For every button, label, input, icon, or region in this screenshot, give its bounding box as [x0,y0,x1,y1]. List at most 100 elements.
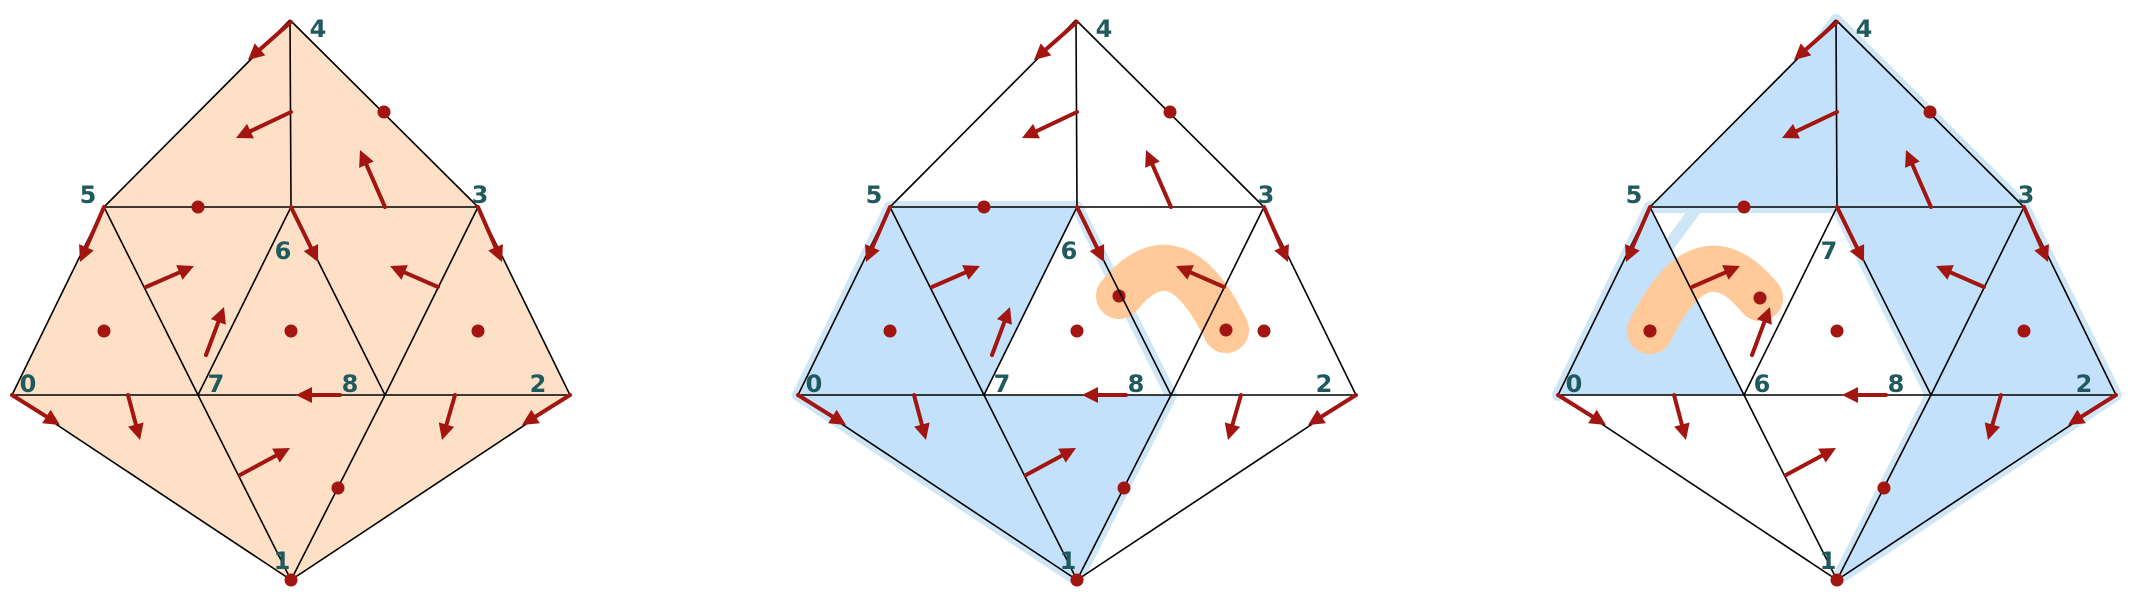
arrow-icon [204,307,226,357]
arrow-icon [796,393,846,425]
mesh-edge [11,394,292,581]
arrow-icon [1905,150,1933,209]
vertex-label: 1 [274,547,291,575]
dot-marker-icon [1830,573,1844,587]
arrow-icon [912,393,930,440]
arrow-icon [296,387,342,403]
arrow-icon [10,393,60,425]
vertex-label: 8 [1128,370,1145,398]
arrow-icon [865,205,892,262]
dot-marker-icon [331,481,345,495]
orange-highlight [1627,245,1783,354]
arrow-icon [2022,205,2049,262]
shaded-face [1837,207,2024,395]
mesh-edge [1743,206,1838,396]
vertex-label: 1 [1820,547,1837,575]
mesh-edge [1649,206,1745,396]
arrow-icon [1794,20,1839,60]
vertex-label: 7 [994,370,1011,398]
arrow-icon [79,205,106,262]
dot-marker-icon [2017,324,2031,338]
vertex-label: 0 [20,370,37,398]
arrow-icon [476,205,503,262]
vertex-label: 6 [1754,370,1771,398]
arrow-icon [1224,393,1243,440]
arrow-icon [236,110,293,139]
arrow-icon [1782,110,1839,139]
vertex-label: 8 [342,370,359,398]
dot-marker-icon [1737,200,1751,214]
arrow-icon [930,265,980,289]
dot-marker-icon [1753,291,1767,305]
dot-marker-icon [377,105,391,119]
vertex-label: 3 [2018,181,2035,209]
dot-marker-icon [1070,324,1084,338]
arrow-icon [1625,205,1652,262]
arrow-icon [1308,393,1358,425]
mesh-edge [1557,394,1838,581]
vertex-label: 5 [866,181,883,209]
dot-marker-icon [97,324,111,338]
vertex-label: 0 [806,370,823,398]
dot-marker-icon [284,573,298,587]
arrow-icon [1034,20,1079,60]
vertex-label: 1 [1060,547,1077,575]
arrow-icon [1984,393,2003,440]
arrow-icon [990,307,1012,357]
shaded-face [1931,207,2116,395]
dot-marker-icon [977,200,991,214]
mesh-edge [290,394,571,581]
mesh-edge [1170,206,1265,396]
arrow-icon [390,265,440,289]
dot-marker-icon [1643,324,1657,338]
panel-middle: 4 5 3 6 0 2 7 8 1 [792,15,1358,587]
dot-marker-icon [1830,324,1844,338]
vertex-label: 8 [1888,370,1905,398]
dot-marker-icon [883,324,897,338]
mesh-edge [1076,394,1357,581]
arrow-icon [144,265,194,289]
vertex-label: 0 [1566,370,1583,398]
vertex-label: 4 [1856,15,1873,43]
arrow-icon [359,150,387,209]
arrow-icon [1024,448,1076,477]
vertex-label: 4 [1096,15,1113,43]
arrow-icon [1936,265,1986,289]
dot-marker-icon [1877,481,1891,495]
dot-marker-icon [191,200,205,214]
vertex-label: 2 [530,370,547,398]
vertex-label: 7 [208,370,225,398]
shaded-face [890,207,1077,395]
vertex-label: 6 [1061,237,1078,265]
vertex-label: 4 [310,15,327,43]
vertex-label: 7 [1821,237,1838,265]
mesh-edge [197,206,292,396]
arrow-icon [1784,448,1836,477]
mesh-edge [889,206,985,396]
arrow-icon [1690,265,1740,289]
mesh-edge [197,394,292,581]
mesh-edge [983,394,1078,581]
shaded-face [984,395,1171,580]
arrow-icon [1022,110,1079,139]
arrow-icon [438,393,457,440]
arrow-icon [1145,150,1173,209]
mesh-edge [384,206,479,396]
vertex-label: 3 [1258,181,1275,209]
arrow-icon [1556,393,1606,425]
arrow-icon [1075,205,1105,262]
mesh-edge [983,206,1078,396]
dot-marker-icon [1163,105,1177,119]
dot-marker-icon [284,324,298,338]
vertex-label: 2 [1316,370,1333,398]
arrow-icon [126,393,144,440]
dot-marker-icon [1117,481,1131,495]
arrow-icon [1082,387,1128,403]
dot-marker-icon [471,324,485,338]
arrow-icon [289,205,319,262]
mesh-edge [797,394,1078,581]
arrow-icon [1835,205,1865,262]
